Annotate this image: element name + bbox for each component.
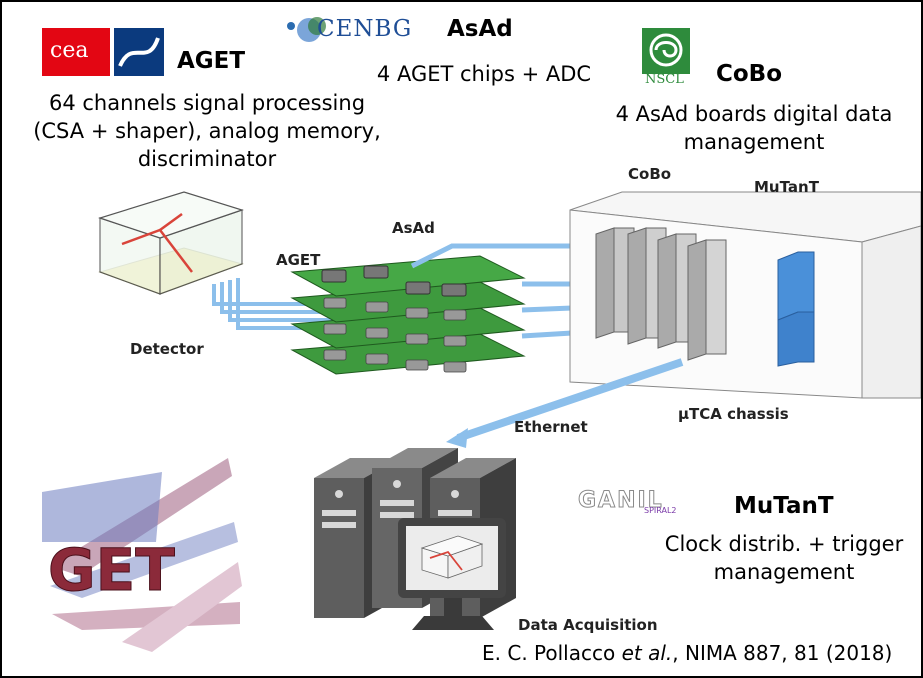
irfu-logo	[114, 28, 164, 76]
spiral-logo-text: SPIRAL2	[644, 506, 677, 515]
mutant-module	[777, 251, 815, 367]
mutant-heading: MuTanT	[734, 493, 834, 519]
detector-box	[98, 191, 244, 295]
label-ethernet: Ethernet	[514, 418, 588, 436]
label-aget: AGET	[276, 251, 321, 269]
utca-chassis	[569, 191, 921, 399]
citation: E. C. Pollacco et al., NIMA 887, 81 (201…	[482, 640, 921, 666]
asad-boards	[290, 255, 526, 375]
ethernet-arrow	[446, 358, 684, 448]
nscl-logo: NSCL	[638, 26, 694, 88]
mutant-description-line: management	[713, 560, 855, 584]
monitor	[398, 518, 506, 630]
nscl-logo-text: NSCL	[645, 72, 684, 87]
aget-chip	[441, 283, 467, 297]
asad-description: 4 AGET chips + ADC	[376, 62, 592, 86]
aget-chip	[405, 281, 431, 295]
label-mutant: MuTanT	[754, 178, 820, 196]
aget-chip	[321, 269, 347, 283]
aget-description: 64 channels signal processing (CSA + sha…	[24, 89, 390, 173]
aget-heading: AGET	[177, 48, 246, 74]
get-logo: GET	[42, 458, 242, 652]
cobo-description-line: management	[683, 130, 825, 154]
get-logo-text: GET	[48, 536, 175, 604]
server-stack	[314, 448, 516, 630]
ganil-spiral-logo: GANIL SPIRAL2	[578, 488, 718, 520]
particle-track	[159, 212, 183, 232]
citation-suffix: , NIMA 887, 81 (2018)	[672, 641, 893, 665]
nscl-logo-graphic	[642, 28, 690, 74]
citation-italic: et al.	[621, 641, 673, 665]
mutant-description-line: Clock distrib. + trigger	[664, 532, 904, 556]
label-asad: AsAd	[392, 219, 435, 237]
mutant-description: Clock distrib. + trigger management	[654, 530, 914, 586]
cea-logo: cea	[42, 28, 110, 76]
cobo-description: 4 AsAd boards digital data management	[594, 100, 914, 156]
cobo-description-line: 4 AsAd boards digital data	[615, 102, 893, 126]
citation-prefix: E. C. Pollacco	[482, 641, 622, 665]
irfu-logo-swoosh	[118, 37, 160, 67]
label-detector: Detector	[130, 340, 204, 358]
cenbg-logo: CENBG	[279, 10, 439, 54]
cenbg-logo-text: CENBG	[317, 16, 413, 42]
label-data-acquisition: Data Acquisition	[518, 616, 658, 634]
aget-chip	[363, 265, 389, 279]
aget-description-line: 64 channels signal processing	[48, 91, 366, 115]
label-utca-chassis: µTCA chassis	[678, 405, 789, 423]
ganil-logo-text: GANIL	[578, 488, 664, 514]
label-cobo: CoBo	[628, 165, 671, 183]
aget-description-line: (CSA + shaper), analog memory,	[33, 119, 381, 143]
asad-heading: AsAd	[447, 16, 513, 42]
aget-description-line: discriminator	[137, 147, 277, 171]
cobo-heading: CoBo	[716, 61, 783, 87]
cenbg-logo-graphic	[287, 17, 326, 42]
cea-logo-text: cea	[50, 38, 89, 63]
